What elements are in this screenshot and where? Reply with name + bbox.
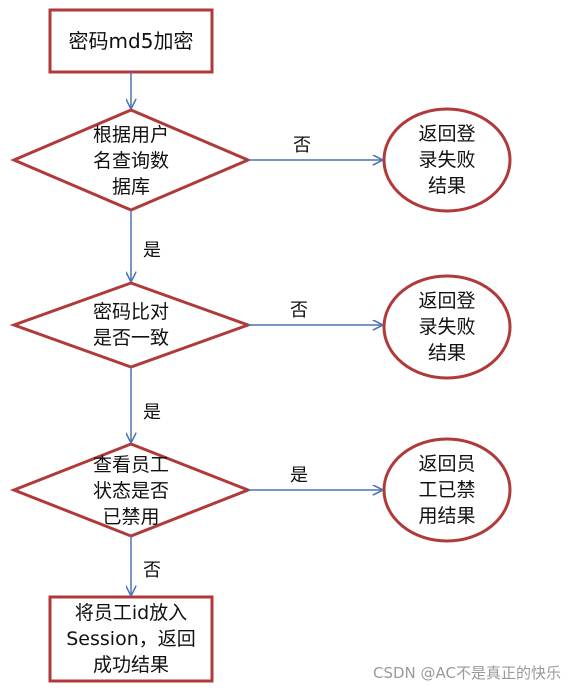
login-fail-ellipse-1 [382,107,512,213]
login-fail-label-1: 返回登 录失败 结果 [418,123,476,197]
success-box [48,595,214,683]
success-label: 将员工id放入 Session，返回 成功结果 [66,602,196,676]
disabled-result-label: 返回员 工已禁 用结果 [418,453,476,527]
watermark: CSDN @AC不是真正的快乐 [372,664,561,682]
edge-label-compare-yes: 是 [143,402,161,423]
edge-label-disabled-no: 否 [143,560,161,581]
compare-label: 密码比对 是否一致 [92,301,169,349]
edge-label-query-no: 否 [293,135,311,156]
disabled-check-label: 查看员工 状态是否 已禁用 [92,454,169,528]
edge-label-disabled-yes: 是 [290,465,308,486]
md5-box [48,8,214,74]
login-fail-label-2: 返回登 录失败 结果 [418,290,476,364]
login-fail-ellipse-2 [382,274,512,380]
disabled-result-ellipse [382,437,512,543]
query-label: 根据用户 名查询数 据库 [92,124,169,198]
md5-label: 密码md5加密 [68,29,194,53]
edge-label-compare-no: 否 [290,300,308,321]
edge-label-query-yes: 是 [143,240,161,261]
